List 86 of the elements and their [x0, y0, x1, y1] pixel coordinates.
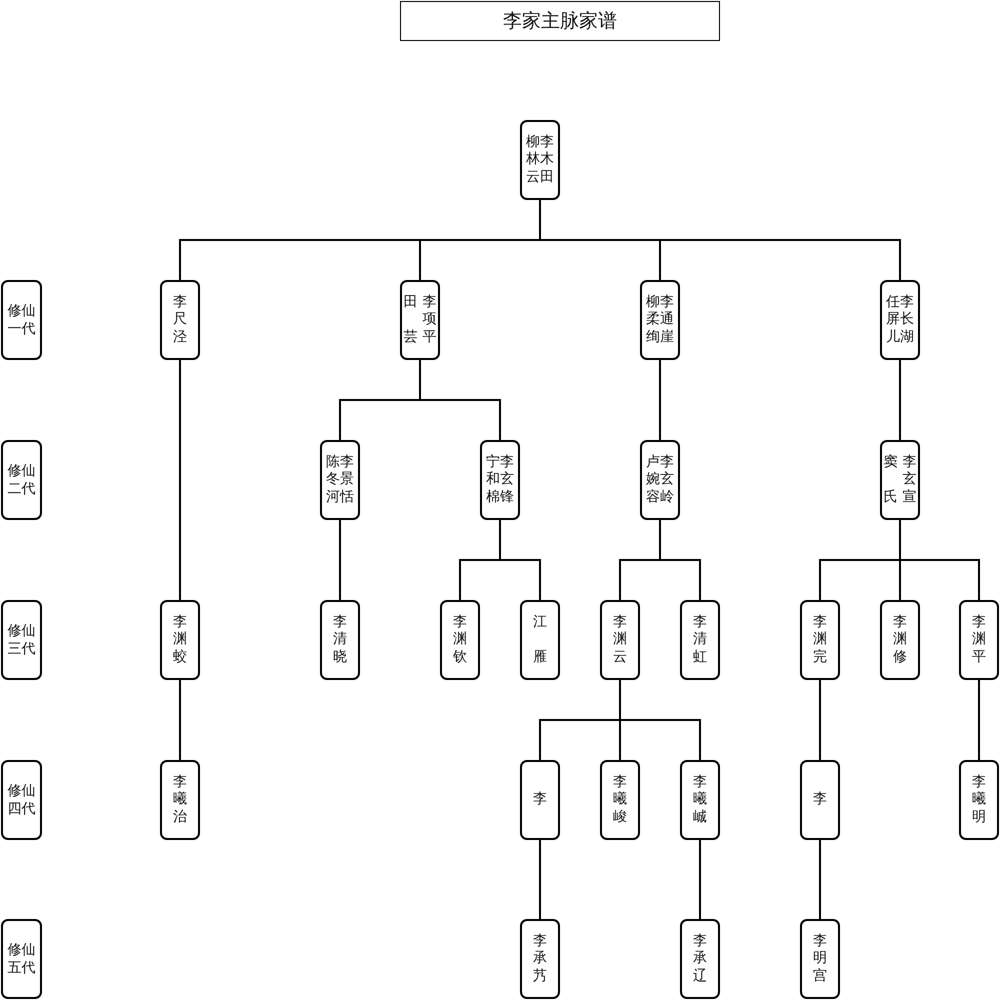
- name-text: 李承辽: [693, 932, 707, 986]
- connector-line: [539, 840, 541, 919]
- connector-line: [819, 840, 821, 919]
- person-box: [440, 600, 480, 680]
- generation-label: 修仙三代: [8, 622, 36, 658]
- name-text: 李: [533, 791, 547, 809]
- name-text: 李清虹: [693, 614, 707, 666]
- name-text: 李渊完: [813, 614, 827, 666]
- couple-box: [640, 280, 680, 360]
- couple-box: [640, 440, 680, 520]
- name-text: 李曦峸: [693, 774, 707, 826]
- person-box: [600, 760, 640, 840]
- connector-line: [978, 680, 980, 760]
- person-box: [959, 760, 999, 840]
- name-text: 江雁: [533, 614, 547, 666]
- generation-box: [1, 280, 42, 360]
- name-text: 李玄宣: [902, 454, 916, 506]
- name-text: 李景恬: [340, 454, 354, 506]
- person-box: [959, 600, 999, 680]
- connector-line: [179, 360, 181, 600]
- name-text: 李: [813, 791, 827, 809]
- generation-box: [1, 919, 42, 999]
- name-text: 李通崖: [660, 294, 674, 346]
- name-text: 李项平: [422, 294, 436, 346]
- connector-line: [699, 840, 701, 919]
- name-text: 任屏儿: [886, 294, 900, 346]
- name-text: 李玄岭: [660, 454, 674, 506]
- name-text: 卢婉容: [646, 454, 660, 506]
- person-box: [800, 760, 840, 840]
- diagram-title: 李家主脉家谱: [400, 1, 720, 41]
- person-box: [160, 760, 200, 840]
- couple-box: [880, 440, 920, 520]
- person-box: [320, 600, 360, 680]
- person-box: [800, 919, 840, 999]
- name-text: 田芸: [404, 294, 418, 346]
- name-text: 李木田: [540, 134, 554, 186]
- generation-label: 修仙二代: [8, 462, 36, 498]
- person-box: [680, 600, 720, 680]
- name-text: 李渊修: [893, 614, 907, 666]
- connector-line: [659, 520, 701, 600]
- name-text: 李渊云: [613, 614, 627, 666]
- connector-line: [499, 520, 541, 600]
- name-text: 李曦峻: [613, 774, 627, 826]
- couple-box: [880, 280, 920, 360]
- name-text: 李长湖: [900, 294, 914, 346]
- name-text: 李清晓: [333, 614, 347, 666]
- couple-box: [320, 440, 360, 520]
- person-box: [680, 760, 720, 840]
- person-box: [680, 919, 720, 999]
- name-text: 李曦治: [173, 774, 187, 826]
- name-text: 窦氏: [884, 454, 898, 506]
- name-text: 李玄锋: [500, 454, 514, 506]
- name-text: 宁和棉: [486, 454, 500, 506]
- connector-line: [659, 360, 661, 440]
- generation-box: [1, 760, 42, 840]
- connector-line: [899, 360, 901, 440]
- generation-box: [1, 600, 42, 680]
- name-text: 柳林云: [526, 134, 540, 186]
- connector-line: [339, 520, 341, 600]
- couple-box: [480, 440, 520, 520]
- person-box: [160, 280, 200, 360]
- person-box: [520, 760, 560, 840]
- couple-box: [400, 280, 440, 360]
- name-text: 李渊平: [972, 614, 986, 666]
- person-box: [600, 600, 640, 680]
- generation-label: 修仙一代: [8, 302, 36, 338]
- name-text: 李承艿: [533, 932, 547, 986]
- couple-box: [520, 120, 560, 200]
- person-box: [880, 600, 920, 680]
- name-text: 李曦明: [972, 774, 986, 826]
- name-text: 李渊蛟: [173, 614, 187, 666]
- name-text: 李渊钦: [453, 614, 467, 666]
- connector-line: [819, 680, 821, 760]
- generation-box: [1, 440, 42, 520]
- name-text: 李尺泾: [173, 294, 187, 346]
- person-box: [800, 600, 840, 680]
- connector-line: [179, 680, 181, 760]
- name-text: 陈冬河: [326, 454, 340, 506]
- name-text: 柳柔绚: [646, 294, 660, 346]
- connector-line: [899, 520, 980, 600]
- person-box: [160, 600, 200, 680]
- name-text: 李明宫: [813, 932, 827, 986]
- generation-label: 修仙四代: [8, 782, 36, 818]
- person-box: [520, 919, 560, 999]
- person-box: [520, 600, 560, 680]
- generation-label: 修仙五代: [8, 940, 36, 978]
